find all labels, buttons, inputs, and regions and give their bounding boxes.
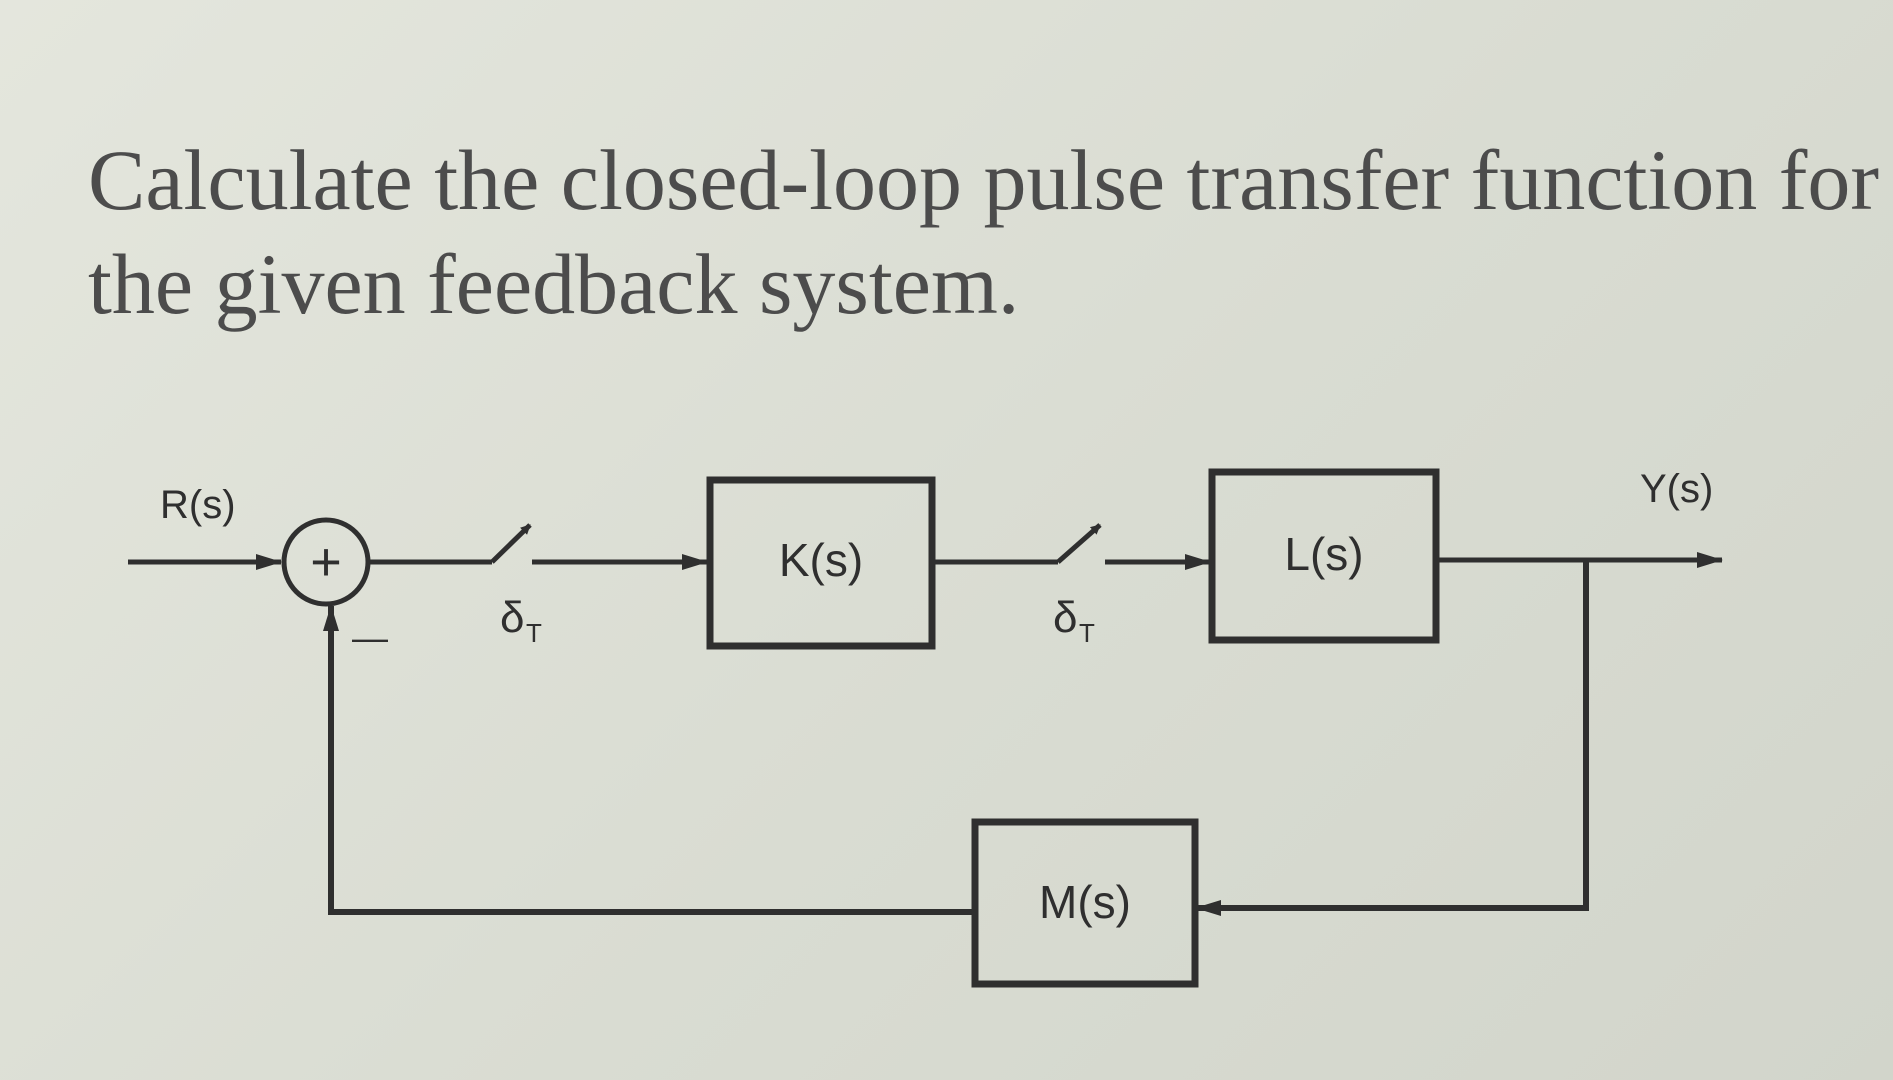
block-l-label: L(s): [1284, 528, 1363, 580]
summing-junction: +: [281, 517, 371, 607]
sampler-2-symbol: δ: [1053, 593, 1078, 642]
block-m-label: M(s): [1039, 876, 1131, 928]
sampler-2-switch: [1056, 523, 1102, 564]
block-m: [971, 818, 1199, 988]
block-k-label: K(s): [779, 534, 863, 586]
block-k: [706, 476, 936, 650]
sampler-1-subscript: T: [526, 618, 542, 648]
plus-sign: +: [310, 532, 342, 592]
question-line-1: Calculate the closed-loop pulse transfer…: [88, 132, 1880, 228]
sampler-1-symbol: δ: [500, 593, 525, 642]
feedback-path-to-m: [1195, 560, 1589, 916]
question-text: Calculate the closed-loop pulse transfer…: [88, 128, 1880, 336]
feedback-path-to-summer: [323, 605, 975, 915]
output-label: Y(s): [1640, 467, 1713, 511]
input-label: R(s): [160, 483, 236, 527]
minus-sign: —: [352, 617, 388, 658]
sampler-2-subscript: T: [1079, 618, 1095, 648]
block-l: [1208, 468, 1440, 644]
sampler-1-switch: [490, 523, 532, 564]
question-line-2: the given feedback system.: [88, 236, 1020, 332]
